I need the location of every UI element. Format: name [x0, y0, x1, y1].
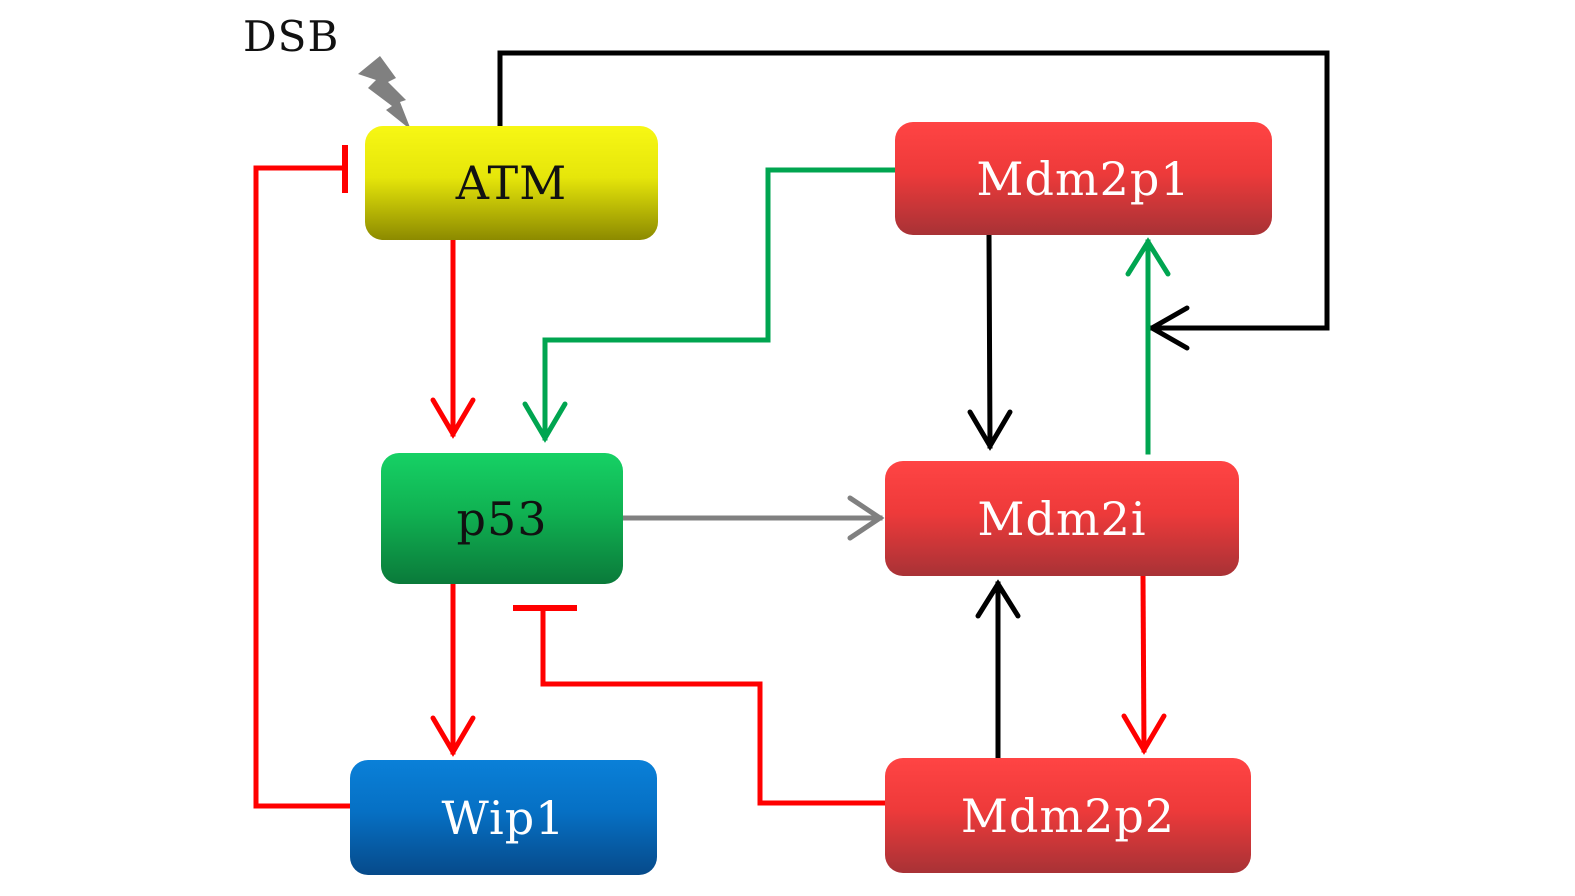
node-p53-label: p53 [456, 491, 548, 546]
edge-mdm2p1-to-p53 [542, 167, 898, 441]
edge-mdm2p1-to-mdm2i [986, 232, 993, 449]
node-atm-label: ATM [455, 156, 568, 210]
dsb-label: DSB [243, 12, 340, 61]
node-mdm2p2: Mdm2p2 [885, 758, 1251, 873]
node-mdm2p1-label: Mdm2p1 [976, 151, 1191, 206]
edge-mdm2p2-inhibits-p53 [540, 605, 888, 806]
node-wip1: Wip1 [350, 760, 657, 875]
arrowhead-mdm2p1-to-p53 [522, 401, 568, 443]
arrowhead-atm-to-p53 [430, 397, 476, 439]
arrowhead-mdm2i-to-mdm2p2 [1121, 713, 1167, 755]
arrowhead-mdm2p1-to-mdm2i [967, 409, 1013, 451]
node-wip1-label: Wip1 [441, 790, 566, 845]
arrowhead-mdm2i-to-mdm2p1 [1125, 237, 1171, 277]
node-mdm2i: Mdm2i [885, 461, 1239, 576]
edge-atm-to-mdm2-loop [497, 50, 1330, 331]
node-p53: p53 [381, 453, 623, 584]
lightning-bolt-icon [358, 56, 411, 130]
arrowhead-mdm2p2-to-mdm2i [975, 579, 1021, 619]
node-mdm2p2-label: Mdm2p2 [960, 788, 1176, 843]
edge-mdm2i-to-mdm2p2 [1140, 573, 1147, 753]
arrowhead-p53-to-mdm2i [847, 495, 885, 541]
node-atm: ATM [365, 126, 658, 240]
edge-wip1-inhibits-atm [253, 165, 353, 809]
arrowhead-p53-to-wip1 [430, 715, 476, 757]
node-mdm2i-label: Mdm2i [977, 491, 1147, 546]
node-mdm2p1: Mdm2p1 [895, 122, 1272, 235]
arrowhead-atm-loop [1146, 305, 1190, 351]
